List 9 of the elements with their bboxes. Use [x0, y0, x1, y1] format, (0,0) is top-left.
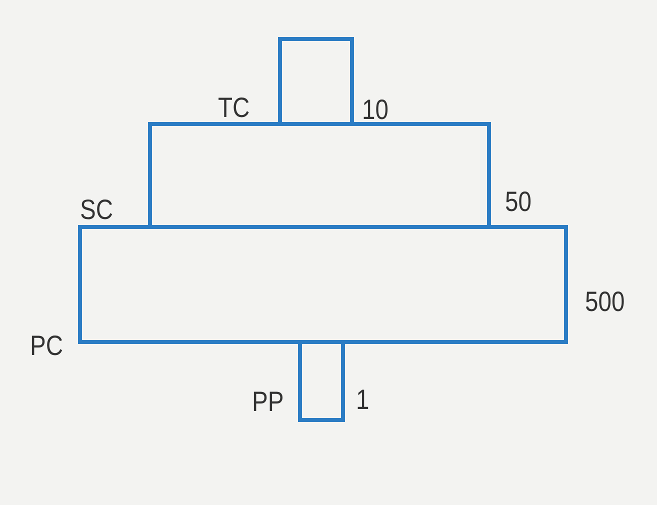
level-box: [78, 225, 568, 344]
level-value: PC: [30, 332, 64, 360]
level-label: 500: [585, 288, 625, 316]
level-label: TC: [218, 94, 250, 122]
level-label: PP: [252, 388, 284, 416]
level-value: 10: [362, 96, 388, 124]
level-label: 50: [505, 188, 532, 216]
level-value: 1: [356, 386, 370, 414]
level-value: SC: [80, 196, 114, 224]
